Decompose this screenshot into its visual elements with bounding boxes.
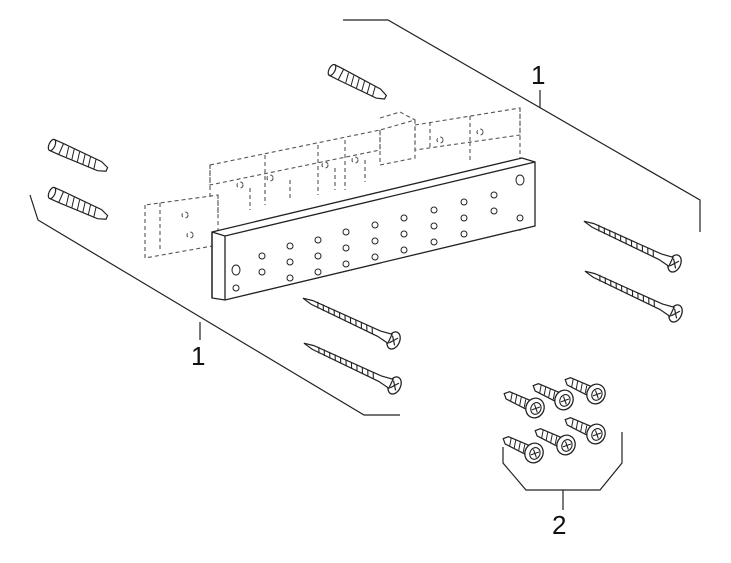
wall-plug bbox=[46, 185, 110, 224]
callout-line-bottom bbox=[29, 194, 400, 416]
callout-label-bottom: 1 bbox=[191, 341, 206, 371]
wall-plug bbox=[46, 137, 110, 176]
callout-label-screws: 2 bbox=[552, 510, 567, 540]
callout-label-top: 1 bbox=[531, 60, 546, 90]
long-screw bbox=[298, 289, 404, 352]
wall-plug bbox=[326, 62, 389, 104]
mounting-bracket bbox=[211, 157, 536, 301]
dashed-frame bbox=[144, 107, 521, 259]
callout-line-top bbox=[343, 19, 701, 232]
long-screw bbox=[579, 212, 685, 275]
long-screw bbox=[580, 262, 686, 325]
